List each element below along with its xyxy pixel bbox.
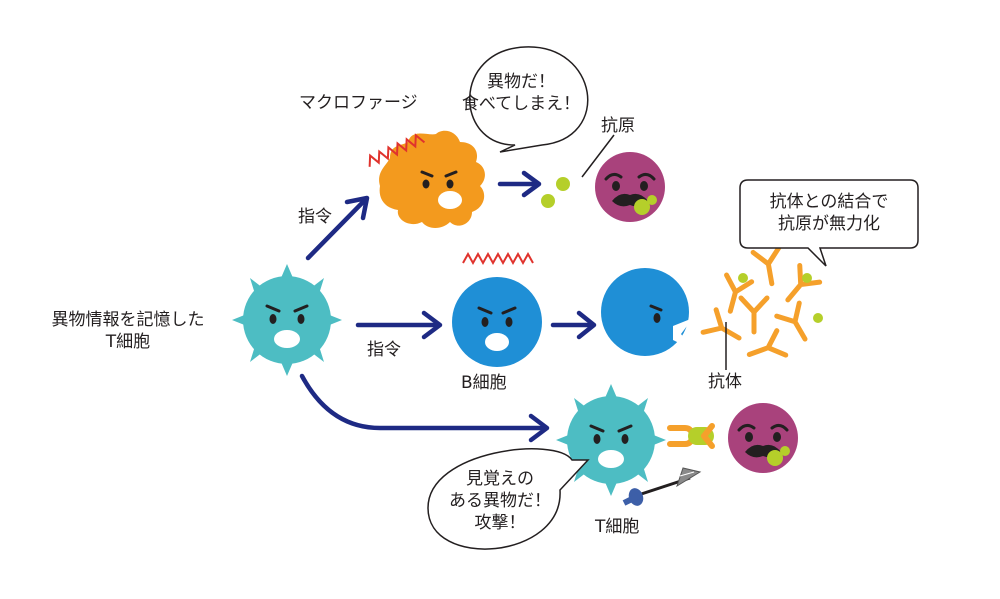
neutralize-speech-text: 抗体との結合で 抗原が無力化 bbox=[744, 191, 914, 235]
command-label-lower: 指令 bbox=[367, 340, 401, 360]
t-cell-icon bbox=[554, 382, 668, 498]
t-cell-speech-bubble bbox=[427, 448, 590, 550]
t-cell-speech-line-2: ある異物だ！ bbox=[449, 491, 551, 511]
neutralize-speech-line-1: 抗体との結合で bbox=[769, 192, 889, 212]
neutralize-speech-line-2: 抗原が無力化 bbox=[778, 214, 880, 234]
command-label-upper: 指令 bbox=[298, 207, 332, 227]
antigen-icon-bound bbox=[726, 401, 800, 475]
macrophage-icon bbox=[379, 130, 485, 228]
macrophage-alert-marks bbox=[368, 133, 426, 167]
antigen-pointer bbox=[581, 134, 615, 178]
macrophage-speech-bubble bbox=[469, 46, 589, 153]
macrophage-label: マクロファージ bbox=[299, 93, 418, 113]
arrow-to-t-cell bbox=[299, 373, 548, 431]
t-cell-label: T細胞 bbox=[595, 517, 640, 537]
t-cell-speech-line-3: 攻撃！ bbox=[474, 513, 526, 533]
antigen-label: 抗原 bbox=[601, 116, 635, 136]
neutralize-speech-bubble bbox=[739, 179, 919, 267]
antigen-icon bbox=[593, 150, 667, 224]
memory-t-cell-icon bbox=[230, 262, 344, 378]
antigen-particles bbox=[541, 177, 570, 208]
b-cell-alert-marks bbox=[462, 251, 534, 266]
antibody-label: 抗体 bbox=[708, 372, 742, 392]
spear-icon bbox=[622, 467, 702, 506]
antibody-icon bbox=[703, 248, 823, 367]
t-cell-speech-text: 見覚えの ある異物だ！ 攻撃！ bbox=[440, 468, 560, 534]
memory-t-cell-label-line-1: 異物情報を記憶した bbox=[51, 310, 205, 330]
b-cell-label: B細胞 bbox=[461, 373, 507, 393]
t-cell-receptor-icon bbox=[667, 423, 715, 449]
macrophage-speech-line-2: 食べてしまえ！ bbox=[461, 94, 581, 114]
memory-t-cell-label: 異物情報を記憶した T細胞 bbox=[38, 309, 218, 353]
memory-t-cell-label-line-2: T細胞 bbox=[105, 332, 151, 352]
macrophage-speech-text: 異物だ！ 食べてしまえ！ bbox=[460, 71, 582, 115]
b-cell-icon bbox=[452, 277, 542, 367]
arrows bbox=[299, 170, 597, 443]
macrophage-speech-line-1: 異物だ！ bbox=[487, 72, 555, 92]
t-cell-speech-line-1: 見覚えの bbox=[466, 469, 534, 489]
activated-b-cell-icon bbox=[601, 268, 693, 356]
arrow-to-macrophage bbox=[305, 197, 368, 261]
